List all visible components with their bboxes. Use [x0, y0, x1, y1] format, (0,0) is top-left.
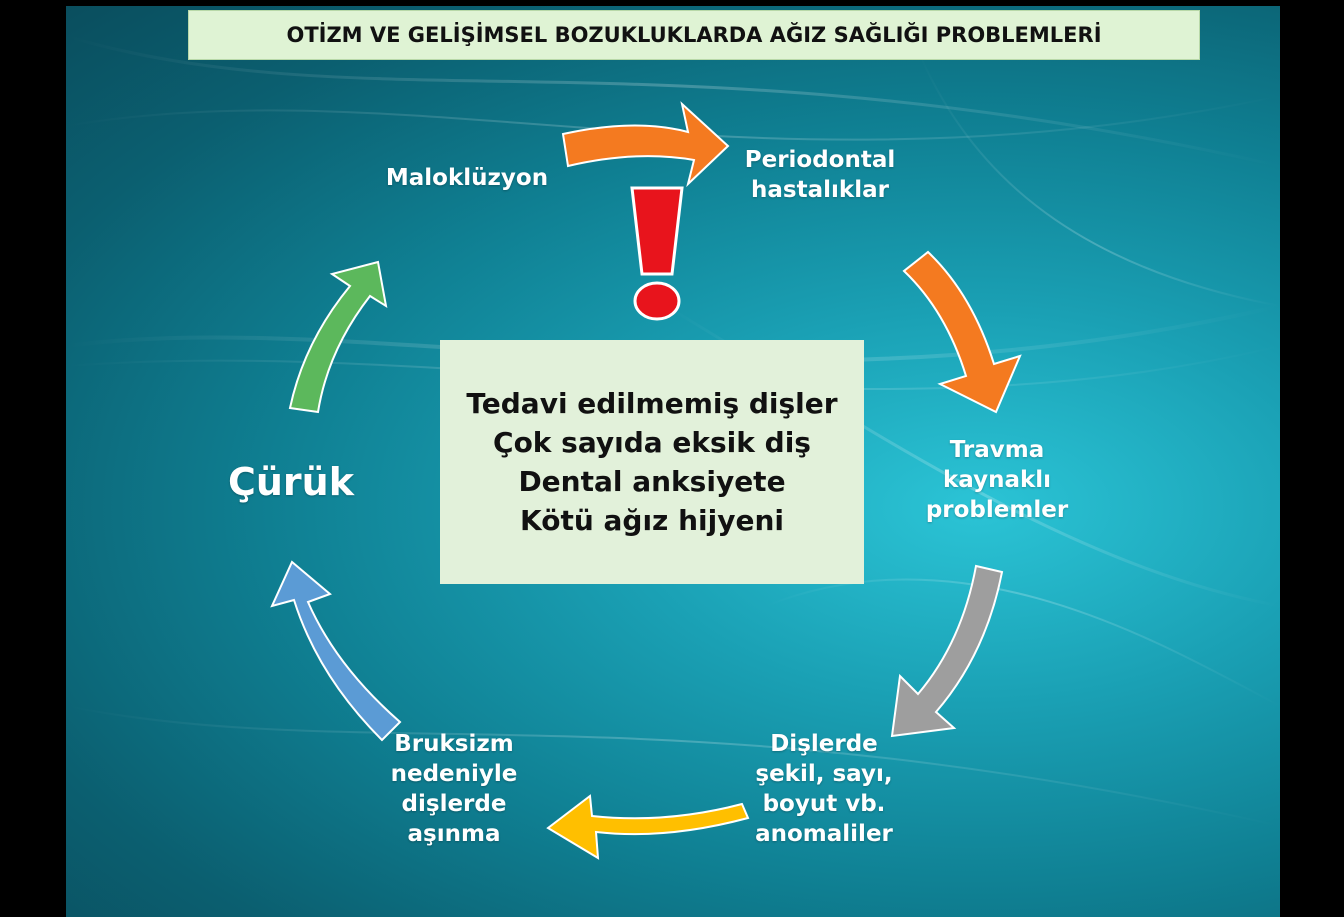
- arrow-orange-right: [902, 250, 1022, 414]
- arrow-green: [288, 260, 388, 414]
- node-periodontal-line-1: Periodontal: [744, 147, 896, 173]
- arrow-yellow: [546, 794, 750, 860]
- node-curuk-text: Çürük: [227, 460, 354, 504]
- node-anomaliler-line-4: anomaliler: [755, 820, 893, 847]
- node-travma-line-2: kaynaklı: [942, 466, 1052, 493]
- arrow-blue: [270, 560, 402, 742]
- node-bruksizm: Bruksizm nedeniyle dişlerde aşınma: [384, 730, 524, 850]
- exclamation-icon: [630, 186, 684, 321]
- node-anomaliler-line-2: şekil, sayı,: [755, 760, 893, 787]
- node-maloklüzyon: Maloklüzyon: [372, 164, 562, 194]
- node-periodontal: Periodontal hastalıklar: [720, 146, 920, 206]
- node-bruksizm-line-4: aşınma: [407, 820, 501, 847]
- center-line-4: Kötü ağız hijyeni: [520, 504, 784, 537]
- node-maloklüzyon-text: Maloklüzyon: [385, 165, 549, 191]
- arrow-gray: [890, 564, 1004, 738]
- node-periodontal-line-2: hastalıklar: [751, 176, 889, 203]
- center-line-2: Çok sayıda eksik diş: [493, 426, 811, 459]
- page-title: OTİZM VE GELİŞİMSEL BOZUKLUKLARDA AĞIZ S…: [188, 10, 1200, 60]
- node-curuk: Çürük: [206, 458, 376, 507]
- center-line-3: Dental anksiyete: [518, 465, 786, 498]
- center-line-1: Tedavi edilmemiş dişler: [466, 387, 838, 420]
- node-travma-line-1: Travma: [949, 437, 1045, 463]
- node-anomaliler: Dişlerde şekil, sayı, boyut vb. anomalil…: [734, 730, 914, 850]
- node-anomaliler-line-3: boyut vb.: [762, 790, 886, 817]
- node-anomaliler-line-1: Dişlerde: [770, 731, 878, 757]
- node-bruksizm-line-2: nedeniyle: [390, 760, 518, 787]
- node-travma-line-3: problemler: [925, 496, 1069, 523]
- node-travma: Travma kaynaklı problemler: [902, 436, 1092, 526]
- center-box: Tedavi edilmemiş dişler Çok sayıda eksik…: [440, 340, 864, 584]
- node-bruksizm-line-3: dişlerde: [401, 790, 507, 817]
- slide: OTİZM VE GELİŞİMSEL BOZUKLUKLARDA AĞIZ S…: [66, 6, 1280, 917]
- node-bruksizm-line-1: Bruksizm: [394, 731, 514, 757]
- arrow-orange-top: [561, 101, 730, 188]
- cycle-arrows: [270, 101, 1022, 860]
